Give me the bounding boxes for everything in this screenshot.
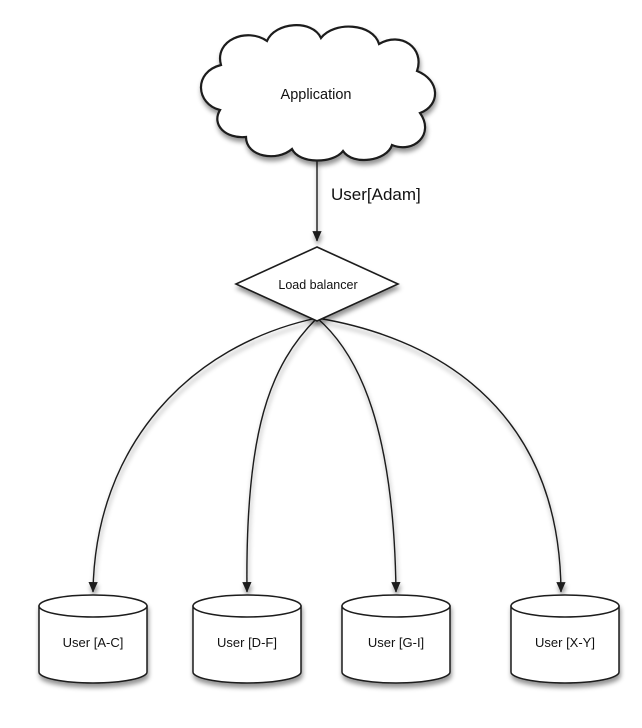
shard-cylinder-gi: User [G-I] [341,594,451,684]
shard-cylinder-df: User [D-F] [192,594,302,684]
cylinder-body [38,605,148,684]
application-cloud-shape [199,24,437,162]
cylinder-top-ellipse [510,594,620,618]
edge-loadbalancer-to-shard-gi [316,317,401,593]
shard-ac-label: User [A-C] [63,635,124,650]
load-balancer-diamond-shape [234,246,400,322]
cylinder-top-ellipse [341,594,451,618]
shard-cylinder-ac: User [A-C] [38,594,148,684]
edge-loadbalancer-to-shard-ac [88,317,318,593]
load-balancer-label: Load balancer [278,278,357,292]
cylinder-body [192,605,302,684]
application-label: Application [281,87,352,103]
cylinder-top-ellipse [192,594,302,618]
shard-df-label: User [D-F] [217,635,277,650]
connector-edges [88,150,566,593]
shard-xy-label: User [X-Y] [535,635,595,650]
edge-loadbalancer-to-shard-df [242,317,318,593]
cylinder-body [341,605,451,684]
request-edge-label: User[Adam] [331,185,421,204]
shard-cylinder-xy: User [X-Y] [510,594,620,684]
cylinder-body [510,605,620,684]
cylinder-top-ellipse [38,594,148,618]
edge-loadbalancer-to-shard-xy [316,317,566,593]
shard-gi-label: User [G-I] [368,635,424,650]
